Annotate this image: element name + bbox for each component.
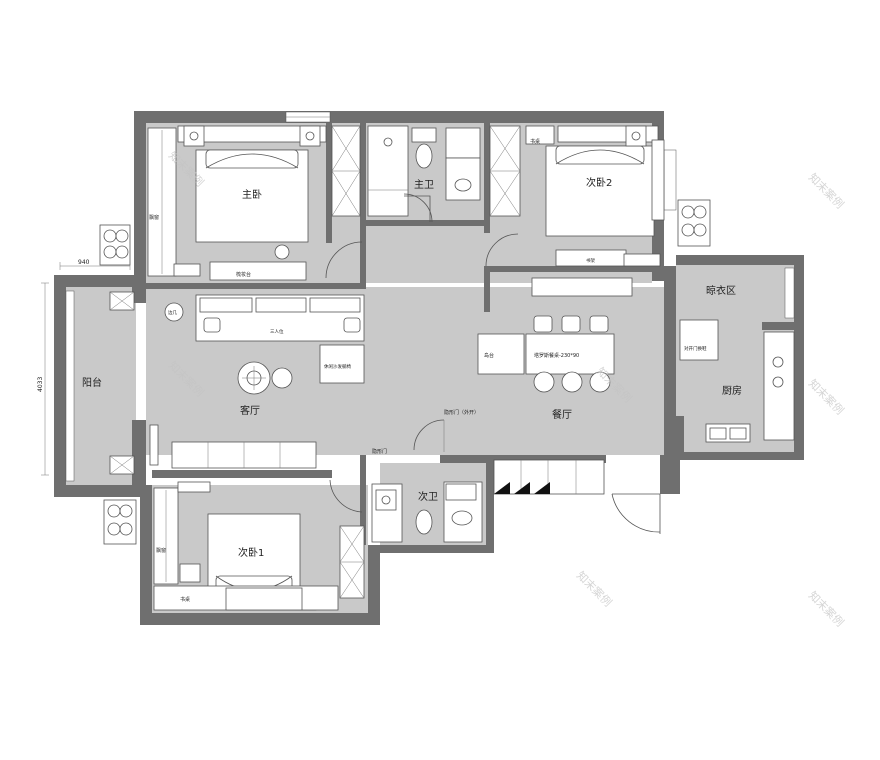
label-side-table: 边几 bbox=[168, 309, 177, 316]
label-dresser: 梳妆台 bbox=[236, 271, 251, 278]
living-room-furniture bbox=[149, 294, 365, 469]
dimension-4033: 4033 bbox=[37, 282, 49, 476]
room-labels: 主卧 主卫 次卧2 客厅 餐厅 厨房 晾衣区 阳台 次卧1 次卫 bbox=[82, 176, 742, 559]
dining-furniture bbox=[413, 277, 661, 534]
label-dining-table: 塔罗斯餐桌-230*90 bbox=[534, 352, 579, 359]
master-bedroom-furniture bbox=[147, 125, 363, 281]
windows bbox=[65, 111, 795, 482]
watermark-4: 知末案例 bbox=[574, 568, 615, 609]
interior-walls bbox=[132, 123, 794, 545]
label-dining-room: 餐厅 bbox=[552, 408, 572, 421]
label-hidden-door-outward: 隐形门（外开） bbox=[444, 409, 479, 416]
label-kitchen: 厨房 bbox=[722, 384, 742, 397]
second-bedroom-2-furniture bbox=[485, 125, 665, 267]
ac-unit-left-top bbox=[99, 224, 131, 266]
label-bay-window-bottom: 飘窗 bbox=[156, 547, 166, 554]
label-desk-bottom: 书桌 bbox=[180, 596, 190, 603]
label-master-bath: 主卫 bbox=[414, 179, 434, 191]
label-kitchen-door: 对开门换鞋 bbox=[684, 345, 707, 352]
second-bedroom-1-furniture bbox=[153, 479, 365, 611]
dimension-4033-text: 4033 bbox=[37, 377, 44, 392]
label-three-seat-sofa: 三人位 bbox=[270, 328, 284, 335]
label-bay-window-top: 飘窗 bbox=[149, 214, 159, 221]
label-second-bedroom-2: 次卧2 bbox=[586, 176, 612, 189]
kitchen-fixtures bbox=[665, 319, 795, 443]
second-bath-fixtures bbox=[371, 481, 483, 543]
label-desk-top: 书桌 bbox=[530, 138, 540, 145]
label-second-bedroom-1: 次卧1 bbox=[238, 546, 264, 559]
label-island: 岛台 bbox=[484, 352, 494, 359]
watermark-3: 知末案例 bbox=[806, 376, 847, 417]
master-bath-fixtures bbox=[367, 125, 481, 223]
label-second-bath: 次卫 bbox=[418, 490, 438, 503]
dimension-940-text: 940 bbox=[78, 259, 90, 266]
dimension-940: 940 bbox=[59, 259, 131, 270]
balcony-fixtures bbox=[109, 291, 135, 475]
watermark-1: 知末案例 bbox=[806, 170, 847, 211]
label-balcony: 阳台 bbox=[82, 376, 102, 389]
label-shelf: 书架 bbox=[586, 257, 595, 264]
label-master-bedroom: 主卧 bbox=[242, 188, 262, 201]
label-hidden-door: 隐形门 bbox=[372, 448, 387, 455]
label-leisure-chair: 休闲沙发躺椅 bbox=[324, 363, 351, 370]
watermark-5: 知末案例 bbox=[806, 588, 847, 629]
outer-walls bbox=[54, 111, 804, 625]
furniture-labels: 飘窗 飘窗 梳妆台 书桌 书桌 三人位 边几 休闲沙发躺椅 岛台 塔罗斯餐桌-2… bbox=[149, 138, 707, 603]
ac-unit-right bbox=[677, 199, 711, 247]
ac-unit-left-bottom bbox=[103, 499, 137, 545]
label-laundry: 晾衣区 bbox=[706, 284, 736, 297]
label-living-room: 客厅 bbox=[240, 404, 260, 417]
